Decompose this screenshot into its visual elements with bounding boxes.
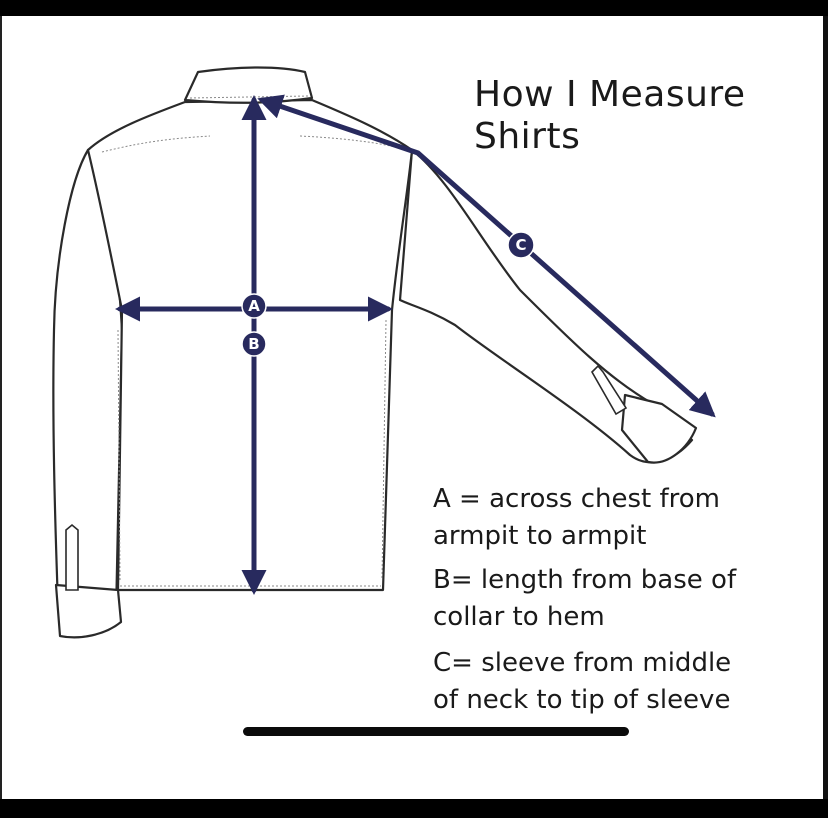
title-line-2: Shirts xyxy=(474,116,581,157)
left-cuff xyxy=(54,583,123,639)
legend-b: B= length from base of collar to hem xyxy=(433,562,813,636)
top-border xyxy=(0,0,828,16)
svg-text:B: B xyxy=(248,335,259,353)
title-line-1: How I Measure xyxy=(474,74,746,115)
legend-b-line-2: collar to hem xyxy=(433,602,605,632)
svg-text:C: C xyxy=(515,236,526,254)
legend-c-line-1: C= sleeve from middle xyxy=(433,648,732,678)
legend-c: C= sleeve from middle of neck to tip of … xyxy=(433,645,813,719)
marker-a: A xyxy=(241,293,267,319)
home-indicator-bar[interactable] xyxy=(243,727,629,736)
right-border xyxy=(823,16,828,799)
legend-a: A = across chest from armpit to armpit xyxy=(433,481,813,555)
legend-a-line-1: A = across chest from xyxy=(433,484,720,514)
legend-c-line-2: of neck to tip of sleeve xyxy=(433,685,731,715)
svg-text:A: A xyxy=(248,297,260,315)
legend-b-line-1: B= length from base of xyxy=(433,565,737,595)
bottom-border xyxy=(0,799,828,818)
legend-a-line-2: armpit to armpit xyxy=(433,521,647,551)
marker-b: B xyxy=(241,331,267,357)
left-border xyxy=(0,16,2,799)
marker-c: C xyxy=(507,231,535,259)
arrow-c-sleeve xyxy=(257,94,716,418)
collar xyxy=(183,66,314,104)
diagram-title: How I Measure Shirts xyxy=(474,74,819,158)
